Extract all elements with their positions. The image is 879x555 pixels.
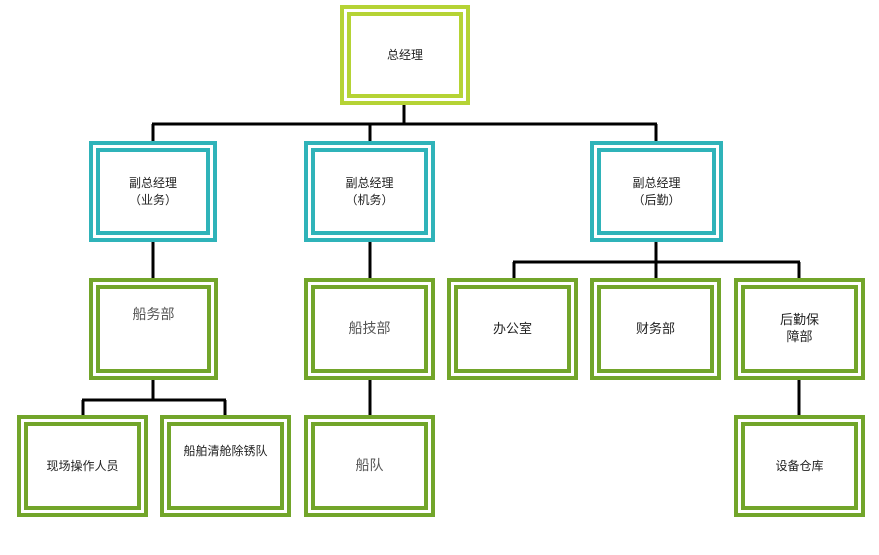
vp-logistics-label: 副总经理 （后勤） [632, 175, 681, 207]
unit-fleet-label: 船队 [355, 457, 384, 474]
dept-finance-label: 财务部 [635, 321, 675, 337]
dept-ship-affairs-box: 船务部 [89, 278, 218, 380]
vp-business-label: 副总经理 （业务） [128, 175, 177, 207]
ceo-box: 总经理 [340, 5, 470, 105]
vp-engineering-label: 副总经理 （机务） [345, 175, 394, 207]
unit-equipment-warehouse-label: 设备仓库 [775, 458, 824, 473]
dept-ship-affairs-label: 船务部 [132, 306, 175, 323]
dept-finance-box: 财务部 [590, 278, 721, 380]
vp-engineering-box: 副总经理 （机务） [304, 141, 435, 242]
unit-rust-removal-label: 船舶清舱除锈队 [183, 443, 268, 458]
unit-equipment-warehouse-box: 设备仓库 [734, 415, 865, 517]
unit-field-ops-label: 现场操作人员 [46, 458, 119, 473]
dept-ship-tech-label: 船技部 [348, 320, 391, 337]
dept-logistics-label: 后勤保 障部 [779, 313, 819, 345]
dept-logistics-box: 后勤保 障部 [734, 278, 865, 380]
unit-field-ops-box: 现场操作人员 [17, 415, 148, 517]
dept-office-box: 办公室 [447, 278, 578, 380]
unit-rust-removal-box: 船舶清舱除锈队 [160, 415, 291, 517]
unit-fleet-box: 船队 [304, 415, 435, 517]
vp-business-box: 副总经理 （业务） [89, 141, 217, 242]
dept-ship-tech-box: 船技部 [304, 278, 435, 380]
ceo-label: 总经理 [386, 47, 423, 62]
vp-logistics-box: 副总经理 （后勤） [590, 141, 723, 242]
dept-office-label: 办公室 [492, 321, 532, 337]
